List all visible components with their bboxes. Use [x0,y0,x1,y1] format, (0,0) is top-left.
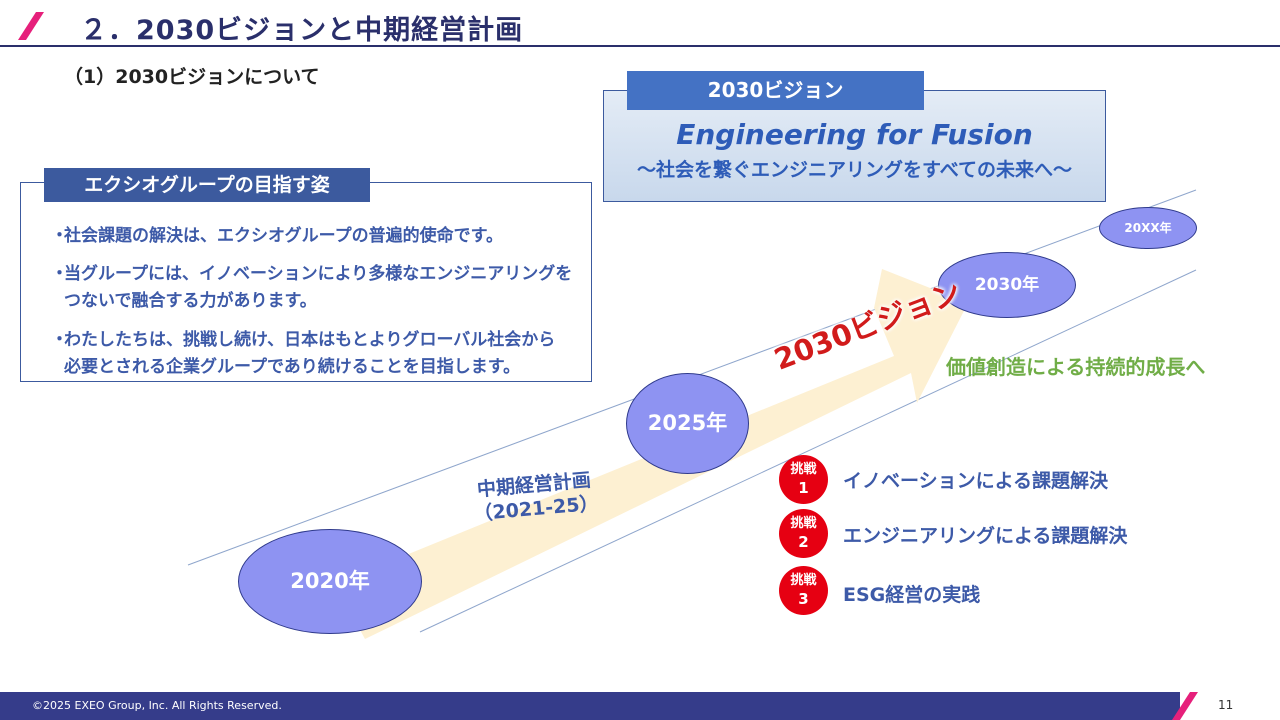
aspiration-heading: エクシオグループの目指す姿 [44,168,370,202]
page-number: 11 [1218,698,1234,712]
timeline-guide-lower [419,269,1197,633]
milestone-2030: 2030年 [938,252,1076,318]
aspiration-panel: ・社会課題の解決は、エクシオグループの普遍的使命です。 ・当グループには、イノベ… [20,182,592,382]
challenge-text: イノベーションによる課題解決 [843,470,1109,492]
page-title: ２．2030ビジョンと中期経営計画 [80,15,524,46]
growth-statement: 価値創造による持続的成長へ [946,355,1206,379]
footer-slash-icon [1172,692,1198,720]
slash-logo-icon [18,12,44,40]
milestone-2020: 2020年 [238,529,422,634]
footer-band [0,692,1180,720]
milestone-20xx: 20XX年 [1099,207,1197,249]
challenge-text: エンジニアリングによる課題解決 [843,525,1128,547]
challenge-text: ESG経営の実践 [843,584,981,606]
vision-heading: 2030ビジョン [627,71,924,110]
milestone-2025: 2025年 [626,373,749,474]
growth-arrow [335,269,968,639]
vision-slogan-japanese: 〜社会を繋ぐエンジニアリングをすべての未来へ〜 [637,159,1072,181]
copyright-notice: ©2025 EXEO Group, Inc. All Rights Reserv… [32,699,282,712]
aspiration-bullet: ・社会課題の解決は、エクシオグループの普遍的使命です。 [51,226,503,246]
aspiration-bullet: ・わたしたちは、挑戦し続け、日本はもとよりグローバル社会から 必要とされる企業グ… [51,330,556,377]
vision-slogan-english: Engineering for Fusion [676,118,1033,151]
title-divider [0,45,1280,47]
aspiration-bullet: ・当グループには、イノベーションにより多様なエンジニアリングを つないで融合する… [51,264,573,311]
section-subtitle: （1）2030ビジョンについて [64,66,320,88]
